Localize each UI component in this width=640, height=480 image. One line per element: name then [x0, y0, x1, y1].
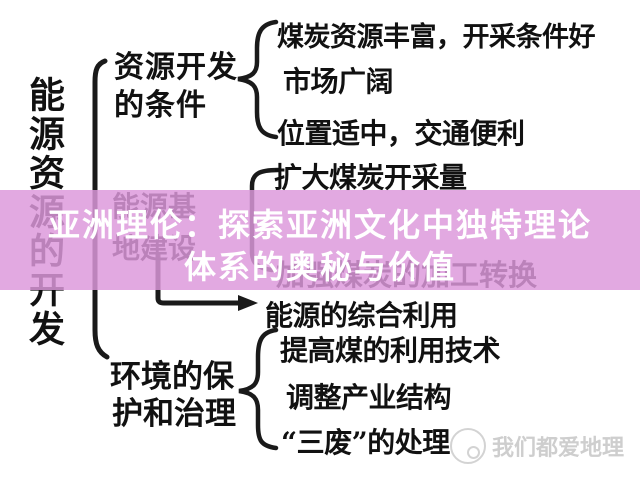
branch2-item-expand-mining: 扩大煤炭开采量	[274, 161, 467, 194]
branch1-brace	[237, 19, 279, 140]
branch2-arrow-target-comprehensive-use: 能源的综合利用	[265, 299, 458, 332]
branch1-label-line1: 资源开发	[114, 50, 238, 85]
branch1-item-location: 位置适中，交通便利	[277, 117, 525, 150]
branch3-brace	[238, 327, 279, 451]
branch1-item-coal-resources: 煤炭资源丰富，开采条件好	[277, 22, 596, 53]
watermark: 我们都爱地理	[450, 428, 624, 464]
branch3-label-line2: 护和治理	[112, 396, 236, 432]
branch3-item-adjust-industry: 调整产业结构	[286, 381, 452, 414]
branch3-item-improve-tech: 提高煤的利用技术	[280, 334, 501, 367]
branch2-arrow-line	[155, 252, 241, 306]
branch3-item-three-wastes: “三废”的处理	[281, 426, 450, 459]
overlay-text-line1: 亚洲理伦：探索亚洲文化中独特理论	[47, 207, 592, 243]
overlay-text-line2: 体系的奥秘与价值	[183, 249, 456, 285]
promo-overlay-banner: 亚洲理伦：探索亚洲文化中独特理论 体系的奥秘与价值	[0, 190, 640, 290]
watermark-logo-icon	[450, 428, 486, 464]
branch1-label-line2: 的条件	[114, 88, 207, 123]
branch3-label-line1: 环境的保	[110, 359, 234, 395]
branch2-arrowhead	[238, 295, 258, 311]
watermark-text: 我们都爱地理	[492, 435, 625, 461]
branch1-item-market: 市场广阔	[283, 65, 394, 98]
